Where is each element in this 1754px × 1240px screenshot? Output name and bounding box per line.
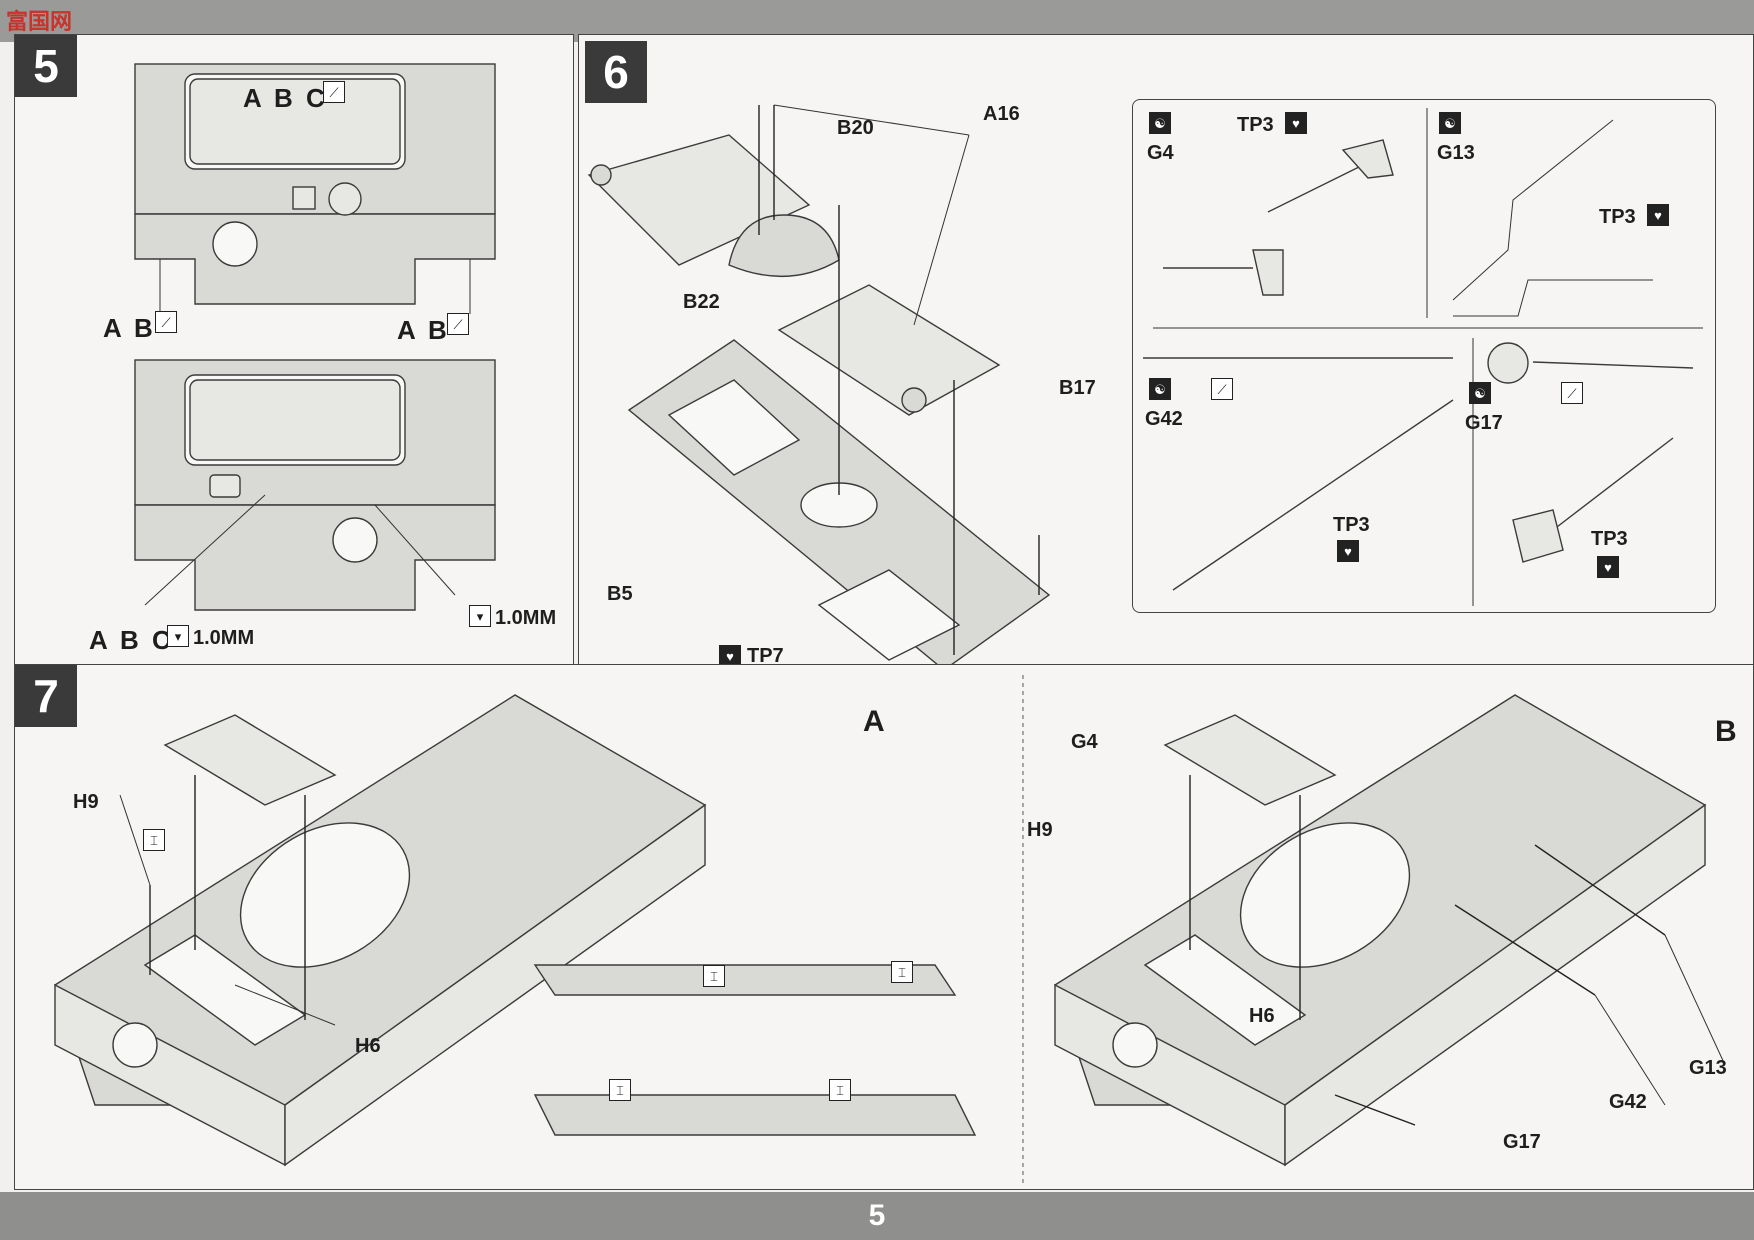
step6-label-b20: B20 xyxy=(837,117,874,139)
step7-variant-a-title: A xyxy=(863,705,885,738)
step7-panel: 7 A H9 ⌶ H6 ⌶ ⌶ ⌶ ⌶ B xyxy=(14,664,1754,1190)
photo-etch-icon: ♥ xyxy=(1597,556,1619,578)
glue-icon: ⟋ xyxy=(1211,378,1233,400)
step6-hatch-diagram xyxy=(587,104,1051,665)
step5-label-ab-left: A B xyxy=(103,313,156,343)
step7-b-label-g17: G17 xyxy=(1503,1131,1541,1153)
step7-b-label-g42: G42 xyxy=(1609,1091,1647,1113)
bottom-band xyxy=(0,1192,1754,1240)
step6-label-b22: B22 xyxy=(683,291,720,313)
tools-photo-etch-icon: ☯ xyxy=(1149,112,1171,134)
drill-icon: ▾ xyxy=(167,625,189,647)
step7-variant-a-hull-diagram xyxy=(54,694,707,1167)
page-number: 5 xyxy=(868,1199,886,1232)
step6-label-a16: A16 xyxy=(983,103,1020,125)
tools-photo-etch-icon: ☯ xyxy=(1469,382,1491,404)
photo-etch-icon: ♥ xyxy=(1337,540,1359,562)
step7-a-label-h6: H6 xyxy=(355,1035,381,1057)
step5-hull-top-diagram xyxy=(134,63,496,314)
step5-panel: 5 A B C ⟋ A B ⟋ A B ⟋ A B C ▾ 1.0MM ▾ 1.… xyxy=(14,34,574,666)
step6-label-tp7: TP7 xyxy=(747,645,784,667)
photo-etch-icon: ♥ xyxy=(1285,112,1307,134)
glue-icon: ⟋ xyxy=(155,311,177,333)
step5-drill-size-left: 1.0MM xyxy=(193,627,255,649)
locator-icon: ⌶ xyxy=(891,961,913,983)
step5-number: 5 xyxy=(15,35,77,97)
step5-label-abc-bottom: A B C xyxy=(89,625,174,655)
step7-b-label-h9: H9 xyxy=(1027,819,1053,841)
step6-label-b17: B17 xyxy=(1059,377,1096,399)
glue-icon: ⟋ xyxy=(447,313,469,335)
step6-tools-inset: ☯ G4 TP3 ♥ ☯ G13 TP3 ♥ ☯ ⟋ G42 ☯ G17 ⟋ T… xyxy=(1132,99,1716,613)
tools-inset-divider-lines xyxy=(1143,108,1703,606)
inset-label-g17: G17 xyxy=(1465,412,1503,434)
site-logo: 富国网 xyxy=(6,9,73,34)
step7-variant-b-title: B xyxy=(1715,715,1737,748)
inset-label-g4: G4 xyxy=(1147,142,1174,164)
step7-number: 7 xyxy=(15,665,77,727)
step6-panel: 6 A16 B20 B22 B17 B5 ♥ TP7 xyxy=(578,34,1754,667)
locator-icon: ⌶ xyxy=(829,1079,851,1101)
photo-etch-icon: ♥ xyxy=(1647,204,1669,226)
step7-b-label-h6: H6 xyxy=(1249,1005,1275,1027)
step6-number: 6 xyxy=(585,41,647,103)
step5-label-ab-right: A B xyxy=(397,315,450,345)
step5-label-abc-top: A B C xyxy=(243,83,328,113)
inset-label-tp3-b: TP3 xyxy=(1599,206,1636,228)
step7-a-label-h9: H9 xyxy=(73,791,99,813)
glue-icon: ⟋ xyxy=(323,81,345,103)
step7-variant-b-hull-diagram xyxy=(1054,694,1725,1167)
locator-icon: ⌶ xyxy=(143,829,165,851)
inset-label-tp3-d: TP3 xyxy=(1591,528,1628,550)
tools-photo-etch-icon: ☯ xyxy=(1439,112,1461,134)
inset-label-g42: G42 xyxy=(1145,408,1183,430)
drill-icon: ▾ xyxy=(469,605,491,627)
tools-photo-etch-icon: ☯ xyxy=(1149,378,1171,400)
step7-divider xyxy=(1022,675,1024,1185)
inset-label-g13: G13 xyxy=(1437,142,1475,164)
step5-drill-size-right: 1.0MM xyxy=(495,607,557,629)
step7-fenders-diagram xyxy=(533,964,977,1136)
locator-icon: ⌶ xyxy=(609,1079,631,1101)
step6-label-b5: B5 xyxy=(607,583,633,605)
inset-label-tp3-c: TP3 xyxy=(1333,514,1370,536)
step5-hull-bottom-diagram xyxy=(134,359,496,611)
step7-b-label-g4: G4 xyxy=(1071,731,1098,753)
glue-icon: ⟋ xyxy=(1561,382,1583,404)
step7-b-label-g13: G13 xyxy=(1689,1057,1727,1079)
inset-label-tp3-a: TP3 xyxy=(1237,114,1274,136)
locator-icon: ⌶ xyxy=(703,965,725,987)
